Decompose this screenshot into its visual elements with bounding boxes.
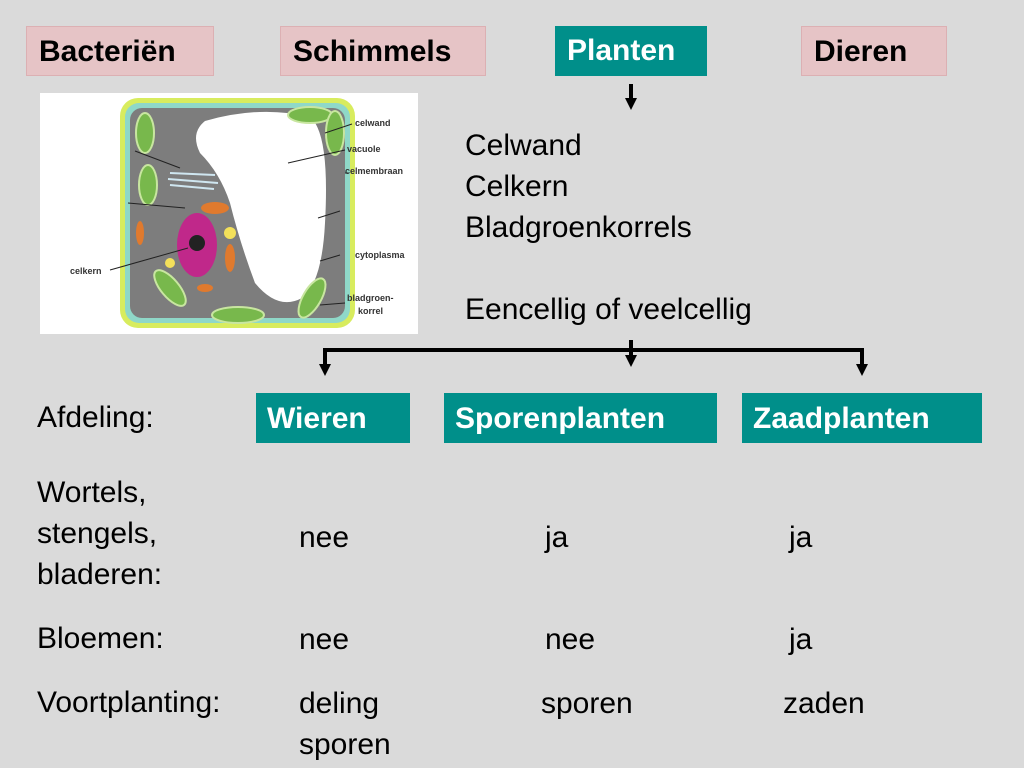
roots-zaadplanten: ja (789, 521, 813, 554)
chloroplasts (135, 106, 345, 324)
golgi (167, 172, 219, 190)
row-label-roots-3: bladeren: (37, 558, 163, 591)
label-bladgroen-2: korrel (358, 306, 383, 316)
label-cytoplasma: cytoplasma (355, 250, 406, 260)
roots-wieren: nee (299, 521, 350, 554)
label-lines (109, 123, 353, 306)
division-zaadplanten: Zaadplanten (742, 393, 982, 443)
row-label-reproduction: Voortplanting: (37, 686, 221, 719)
reproduction-wieren-2: sporen (299, 728, 391, 761)
flowers-sporenplanten: nee (545, 623, 596, 656)
reproduction-wieren-1: deling (299, 687, 380, 720)
chloroplast (135, 112, 155, 154)
chloroplast (153, 269, 187, 307)
row-label-roots-1: Wortels, (37, 476, 147, 509)
plant-cell-illustration: celwand vacuole celmembraan cytoplasma b… (70, 98, 406, 328)
label-vacuole: vacuole (347, 144, 381, 154)
kingdom-fungi: Schimmels (280, 26, 486, 76)
kingdom-animals: Dieren (801, 26, 947, 76)
label-celwand: celwand (355, 118, 391, 128)
label-bladgroen-1: bladgroen- (347, 293, 394, 303)
division-sporenplanten: Sporenplanten (444, 393, 717, 443)
char-celwand: Celwand (465, 129, 582, 162)
division-label: Afdeling: (37, 401, 154, 434)
chloroplast (211, 306, 265, 324)
nucleolus (189, 235, 205, 251)
label-celkern: celkern (70, 266, 102, 276)
granule (165, 258, 175, 268)
kingdom-plants: Planten (555, 26, 707, 76)
reproduction-zaadplanten: zaden (783, 687, 865, 720)
kingdom-bacteria: Bacteriën (26, 26, 214, 76)
flowers-wieren: nee (299, 623, 350, 656)
flowers-zaadplanten: ja (789, 623, 813, 656)
label-celmembraan: celmembraan (345, 166, 403, 176)
row-label-flowers: Bloemen: (37, 622, 164, 655)
division-wieren: Wieren (256, 393, 410, 443)
cell-type-text: Eencellig of veelcellig (465, 293, 752, 326)
row-label-roots-2: stengels, (37, 517, 158, 550)
roots-sporenplanten: ja (545, 521, 569, 554)
reproduction-sporenplanten: sporen (541, 687, 633, 720)
chloroplast (297, 277, 327, 319)
plant-cell-diagram: celwand vacuole celmembraan cytoplasma b… (40, 93, 418, 334)
char-bladgroenkorrels: Bladgroenkorrels (465, 211, 692, 244)
vacuole (196, 111, 326, 303)
char-celkern: Celkern (465, 170, 569, 203)
granule (224, 227, 236, 239)
mitochondria (136, 202, 235, 292)
